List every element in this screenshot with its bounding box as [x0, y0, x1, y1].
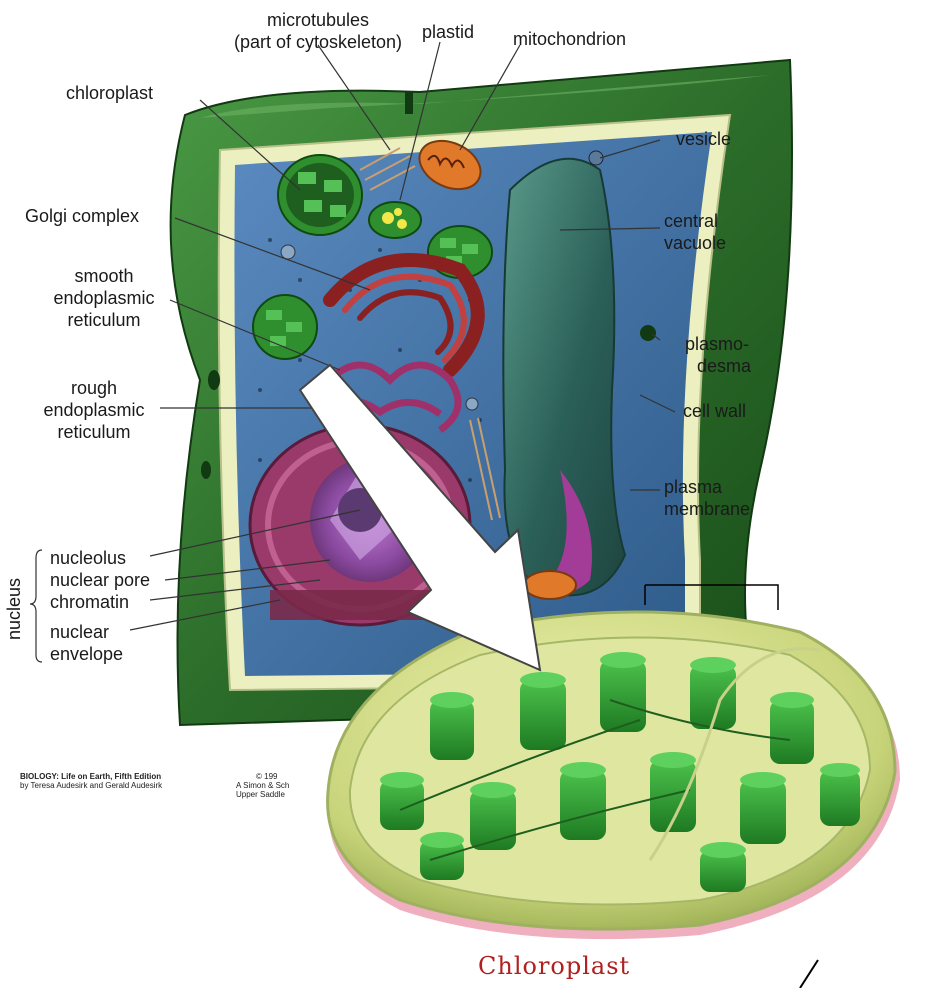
credit-copyright-3: Upper Saddle — [236, 790, 285, 799]
label-nuclear-envelope-1: nuclear — [50, 622, 109, 643]
label-plasmodesma-2: desma — [697, 356, 751, 377]
plastid-shape — [369, 202, 421, 238]
nucleus-bracket — [30, 550, 42, 662]
chloroplast-inset-title: Chloroplast — [478, 952, 630, 980]
label-nucleus: nucleus — [4, 578, 25, 640]
label-smooth-er-2: endoplasmic — [40, 288, 168, 309]
credit-copyright-2: A Simon & Sch — [236, 781, 289, 790]
pen-stroke — [800, 960, 818, 988]
label-rough-er-3: reticulum — [30, 422, 158, 443]
label-cytoskeleton: (part of cytoskeleton) — [198, 32, 438, 53]
label-plasmodesma-1: plasmo- — [685, 334, 749, 355]
chloroplast-inset — [328, 612, 900, 988]
chloroplast-shape-3 — [253, 295, 317, 359]
chloroplast-shape-1 — [278, 155, 362, 235]
credit-authors: by Teresa Audesirk and Gerald Audesirk — [20, 781, 162, 790]
central-vacuole-shape — [503, 159, 625, 596]
label-plasma-membrane-1: plasma — [664, 477, 722, 498]
label-chloroplast: chloroplast — [66, 83, 153, 104]
label-smooth-er-1: smooth — [40, 266, 168, 287]
label-rough-er-2: endoplasmic — [30, 400, 158, 421]
label-plastid: plastid — [422, 22, 474, 43]
label-nucleolus: nucleolus — [50, 548, 126, 569]
label-nuclear-envelope-2: envelope — [50, 644, 123, 665]
label-plasma-membrane-2: membrane — [664, 499, 750, 520]
label-nuclear-pore: nuclear pore — [50, 570, 150, 591]
label-mitochondrion: mitochondrion — [513, 29, 626, 50]
label-chromatin: chromatin — [50, 592, 129, 613]
credit-copyright-1: © 199 — [256, 772, 277, 781]
label-golgi-complex: Golgi complex — [25, 206, 139, 227]
label-cell-wall: cell wall — [683, 401, 746, 422]
credit-book-title: BIOLOGY: Life on Earth, Fifth Edition — [20, 772, 161, 781]
label-central-vacuole-1: central — [664, 211, 718, 232]
label-rough-er-1: rough — [30, 378, 158, 399]
label-vesicle: vesicle — [676, 129, 731, 150]
label-smooth-er-3: reticulum — [40, 310, 168, 331]
label-microtubules: microtubules — [228, 10, 408, 31]
label-central-vacuole-2: vacuole — [664, 233, 726, 254]
